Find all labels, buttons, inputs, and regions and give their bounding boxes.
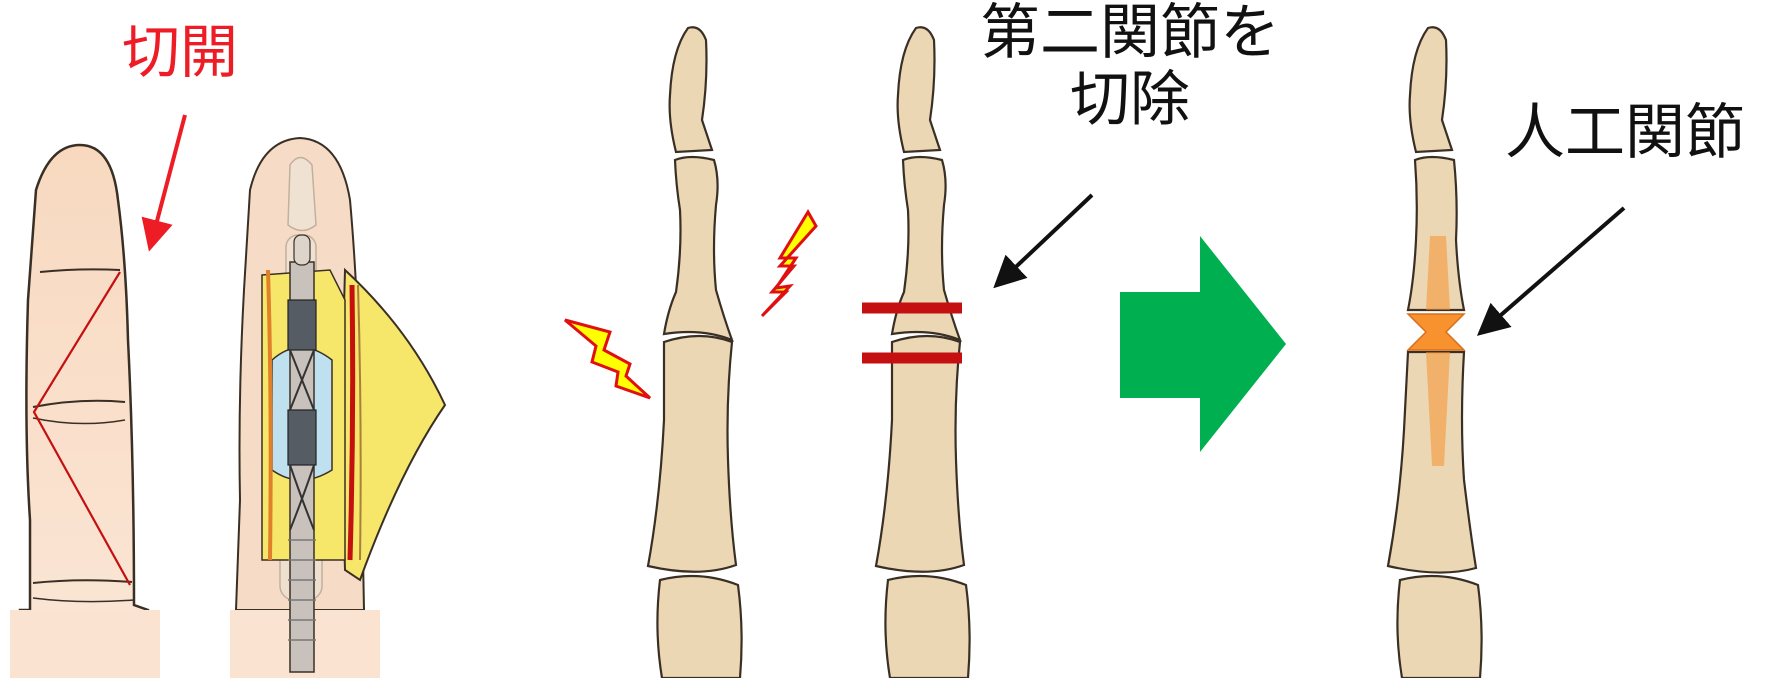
opened-finger-illustration bbox=[230, 138, 445, 678]
label-artificial-joint: 人工関節 bbox=[1505, 100, 1745, 167]
incision-pointer-arrow-icon bbox=[152, 115, 185, 240]
implant-pointer-arrow-icon bbox=[1486, 208, 1624, 328]
label-remove-joint: 第二関節を 切除 bbox=[965, 0, 1295, 134]
remove-pointer-arrow-icon bbox=[1002, 195, 1092, 280]
finger-bone-implant bbox=[1388, 27, 1482, 678]
pain-lightning-left-icon bbox=[565, 320, 650, 398]
implant-stem-upper bbox=[1426, 236, 1450, 310]
label-remove-line1: 第二関節を bbox=[965, 0, 1295, 67]
label-incision: 切開 bbox=[122, 20, 238, 85]
finger-bone-painful bbox=[648, 27, 742, 678]
finger-skin-illustration bbox=[10, 115, 185, 678]
hand-base bbox=[10, 610, 160, 678]
pain-lightning-right-icon bbox=[762, 212, 816, 316]
right-arrow-icon bbox=[1120, 236, 1286, 452]
label-remove-line2: 切除 bbox=[965, 67, 1295, 134]
implant-hinge bbox=[1408, 314, 1464, 350]
